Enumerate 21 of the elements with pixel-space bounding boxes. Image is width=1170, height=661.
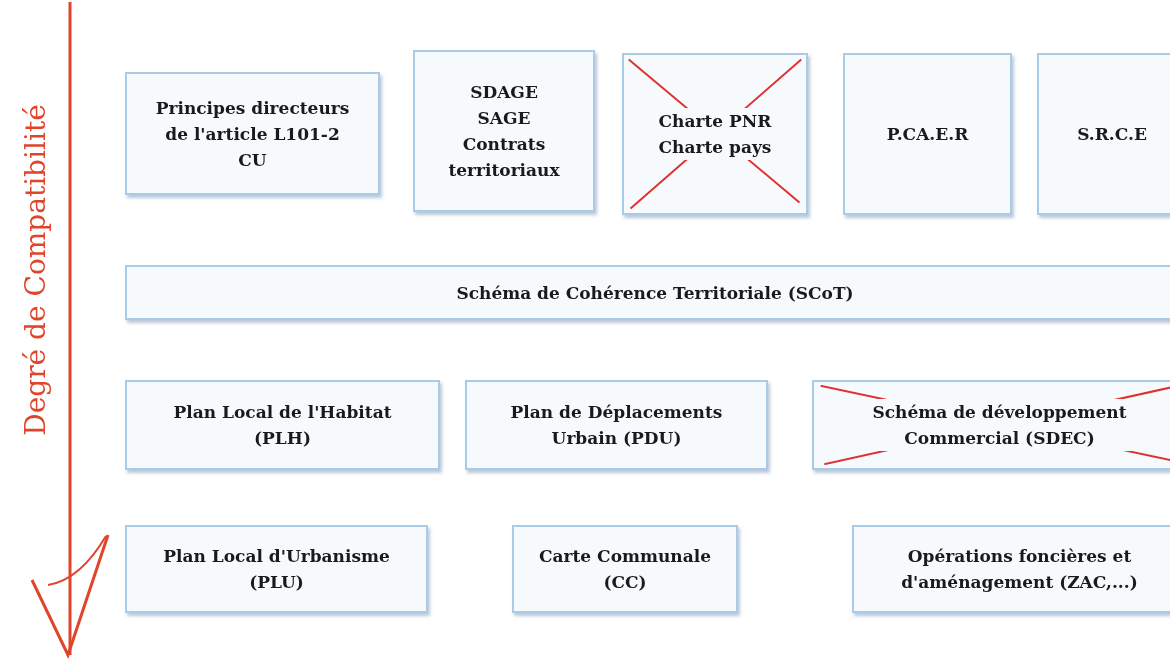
document-box xyxy=(125,525,428,613)
document-box xyxy=(1037,53,1170,215)
document-box xyxy=(852,525,1170,613)
box-text: Plan Local de l'Habitat (PLH) xyxy=(172,401,393,450)
document-box xyxy=(465,380,768,470)
box-text: P.CA.E.R xyxy=(886,123,969,146)
box-text: S.R.C.E xyxy=(1077,123,1147,146)
document-box xyxy=(413,50,595,212)
box-text: Carte Communale (CC) xyxy=(538,545,712,594)
document-box xyxy=(125,72,380,195)
box-text: Plan Local d'Urbanisme (PLU) xyxy=(162,545,391,594)
box-text: Principes directeurs de l'article L101-2 CU xyxy=(154,96,351,172)
document-box xyxy=(843,53,1012,215)
box-text: Schéma de Cohérence Territoriale (SCoT) xyxy=(456,281,854,305)
axis-label: Degré de Compatibilité xyxy=(18,104,53,436)
document-box xyxy=(125,265,1170,320)
document-box xyxy=(125,380,440,470)
box-text: Opérations foncières et d'aménagement (ZAC,...) xyxy=(900,545,1139,594)
document-box xyxy=(512,525,738,613)
box-text: SDAGE SAGE Contrats territoriaux xyxy=(447,81,561,182)
box-text: Plan de Déplacements Urbain (PDU) xyxy=(509,401,724,450)
